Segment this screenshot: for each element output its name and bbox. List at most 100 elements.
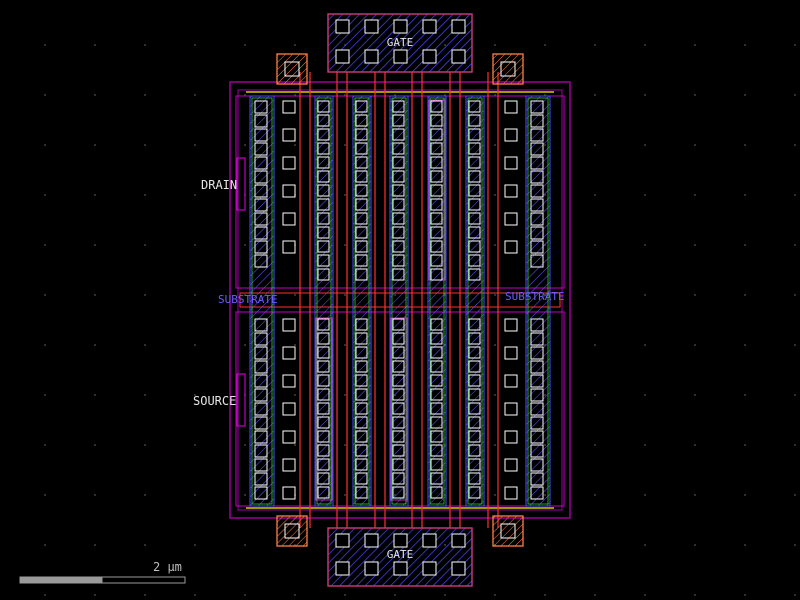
substrate-label-left: SUBSTRATE [218, 293, 278, 306]
contact [355, 430, 368, 443]
contact [468, 430, 481, 443]
contact [504, 240, 518, 254]
contact [430, 444, 443, 457]
contact [355, 170, 368, 183]
contact [468, 184, 481, 197]
contact [254, 374, 268, 388]
contact [355, 198, 368, 211]
contact [530, 458, 544, 472]
contact [530, 402, 544, 416]
contact [317, 142, 330, 155]
contact [530, 100, 544, 114]
contact [254, 402, 268, 416]
contact [317, 156, 330, 169]
contact [254, 254, 268, 268]
contact [282, 156, 296, 170]
contact [392, 332, 405, 345]
contact [355, 472, 368, 485]
contact [430, 128, 443, 141]
gate-contact [451, 19, 466, 34]
contact [282, 240, 296, 254]
contact [317, 444, 330, 457]
contact [504, 100, 518, 114]
contact [530, 142, 544, 156]
contact [254, 486, 268, 500]
gate-contact [422, 19, 437, 34]
contact [392, 254, 405, 267]
contact [430, 346, 443, 359]
contact [355, 374, 368, 387]
contact [355, 444, 368, 457]
contact [317, 458, 330, 471]
gate-contact [364, 19, 379, 34]
contact [254, 170, 268, 184]
contact [392, 374, 405, 387]
gate-pad-bottom[interactable] [327, 527, 473, 587]
contact [317, 360, 330, 373]
contact [254, 156, 268, 170]
contact [430, 198, 443, 211]
contact [317, 332, 330, 345]
contact [468, 402, 481, 415]
contact [317, 226, 330, 239]
contact [392, 184, 405, 197]
contact [392, 486, 405, 499]
contact [317, 184, 330, 197]
contact [392, 100, 405, 113]
contact [254, 318, 268, 332]
contact [430, 332, 443, 345]
contact [254, 184, 268, 198]
contact [468, 128, 481, 141]
contact [468, 198, 481, 211]
contact [355, 184, 368, 197]
gate-contact [335, 533, 350, 548]
contact [317, 374, 330, 387]
contact [468, 374, 481, 387]
contact [282, 402, 296, 416]
contact [468, 444, 481, 457]
gate-contact [422, 49, 437, 64]
contact [504, 156, 518, 170]
diffusion-contacts [254, 100, 544, 500]
contact [317, 100, 330, 113]
contact [504, 318, 518, 332]
contact [282, 128, 296, 142]
contact [468, 388, 481, 401]
substrate-label-right: SUBSTRATE [505, 290, 565, 303]
nwell-outline [229, 81, 571, 519]
contact [468, 458, 481, 471]
contact [355, 388, 368, 401]
contact [282, 100, 296, 114]
contact [530, 430, 544, 444]
contact [430, 486, 443, 499]
contact [530, 444, 544, 458]
gate-contact [393, 533, 408, 548]
substrate-tap-top-left [276, 53, 308, 85]
contact [282, 184, 296, 198]
contact [392, 416, 405, 429]
contact [504, 458, 518, 472]
contact [468, 142, 481, 155]
contact [282, 430, 296, 444]
contact [392, 142, 405, 155]
contact [530, 472, 544, 486]
contact [392, 318, 405, 331]
gate-contact [422, 561, 437, 576]
contact [468, 268, 481, 281]
gate-contact [335, 561, 350, 576]
contact [468, 472, 481, 485]
contact [430, 430, 443, 443]
contact [392, 402, 405, 415]
contact [468, 360, 481, 373]
contact [430, 374, 443, 387]
contact [254, 212, 268, 226]
contact [530, 240, 544, 254]
contact [530, 374, 544, 388]
diffusion-edge [429, 97, 445, 505]
contact [317, 388, 330, 401]
contact [282, 486, 296, 500]
contact [254, 416, 268, 430]
contact [317, 402, 330, 415]
